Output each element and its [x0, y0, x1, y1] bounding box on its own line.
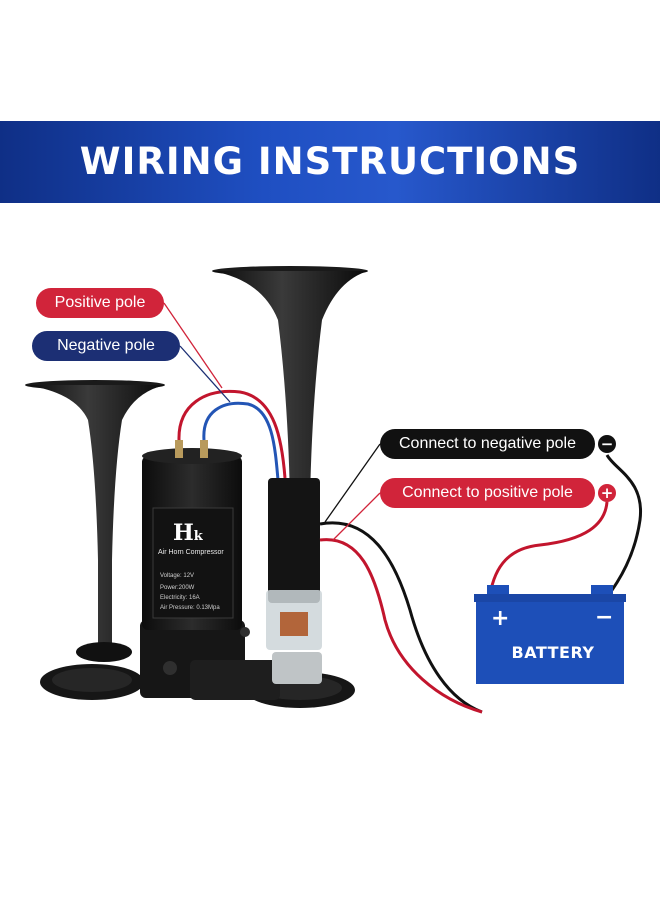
red-wire-compressor — [177, 389, 287, 479]
negative-wire — [319, 521, 483, 714]
connect-positive-label: Connect to positive pole — [380, 478, 595, 508]
battery-minus-icon: − — [595, 605, 613, 630]
negative-leader-line — [179, 345, 231, 403]
short-horn — [25, 380, 165, 700]
positive-wire — [319, 538, 483, 714]
terminal-negative — [200, 440, 208, 458]
positive-leader-line — [163, 302, 223, 389]
compressor-base — [140, 620, 280, 700]
page-title: WIRING INSTRUCTIONS — [79, 140, 581, 183]
title-banner: WIRING INSTRUCTIONS — [0, 121, 660, 203]
logo-sub: k — [193, 529, 203, 544]
positive-symbol-icon: + — [598, 484, 616, 502]
connect-positive-leader-line — [332, 492, 381, 541]
compressor-name: Air Horn Compressor — [158, 549, 224, 556]
battery-positive-wire — [488, 501, 609, 596]
logo-main: H — [173, 520, 194, 546]
spec-air-pressure: Air Pressure: 0.13Mpa — [160, 605, 220, 611]
connect-negative-label: Connect to negative pole — [380, 429, 595, 459]
battery: + − — [474, 585, 626, 684]
spec-voltage: Voltage: 12V — [160, 573, 195, 579]
negative-pole-label: Negative pole — [32, 331, 180, 361]
battery-label: BATTERY — [511, 643, 595, 662]
battery-negative-wire — [603, 454, 643, 601]
compressor-body — [142, 448, 242, 630]
relay — [266, 478, 322, 684]
brand-logo: Hk — [173, 520, 203, 546]
negative-symbol-icon: − — [598, 435, 616, 453]
blue-wire-compressor — [202, 401, 280, 481]
spec-electricity: Electricity: 16A — [160, 595, 200, 601]
battery-plus-icon: + — [491, 606, 509, 631]
connect-negative-leader-line — [324, 443, 381, 523]
terminal-positive — [175, 440, 183, 458]
spec-power: Power:200W — [160, 585, 195, 591]
positive-pole-label: Positive pole — [36, 288, 164, 318]
